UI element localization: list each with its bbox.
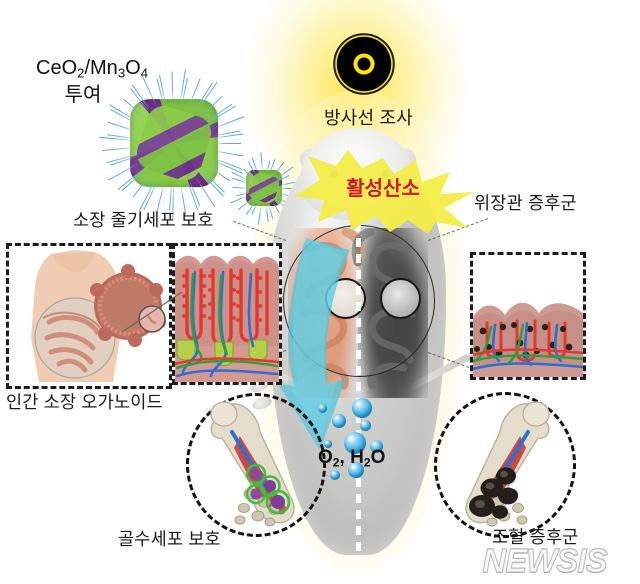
villi-svg-healthy <box>175 246 279 382</box>
healthy-villi-panel <box>172 243 282 385</box>
bone-svg-damaged <box>465 401 550 527</box>
formula-ce: CeO <box>36 57 78 79</box>
oxygen-bubble <box>318 404 327 413</box>
nanoparticle-polymer-chain <box>257 204 262 225</box>
oxygen-bubble <box>352 398 372 418</box>
midline-divider <box>356 222 361 562</box>
bone-svg-healthy <box>210 401 295 527</box>
nanoparticle-formula-label: CeO2/Mn3O4 투여 <box>36 56 148 108</box>
byproduct-sep: , H <box>339 447 364 468</box>
nanoparticle-polymer-chain <box>232 186 248 189</box>
nanoparticle-polymer-chain <box>214 143 242 145</box>
human-torso-illustration <box>9 246 169 386</box>
radiation-hazard-icon <box>333 33 395 95</box>
damaged-villi-panel <box>470 252 586 380</box>
human-organoid-panel <box>6 243 172 389</box>
byproduct-o2: O <box>370 447 386 468</box>
oxygen-bubble <box>344 432 366 454</box>
radiation-label: 방사선 조사 <box>324 108 414 128</box>
byproducts-label: O2, H2O <box>318 447 385 470</box>
nanoparticle-small-1 <box>230 152 295 225</box>
nanoparticle-delivery-arrow <box>278 238 350 450</box>
ros-starburst <box>294 150 474 234</box>
villi-svg-damaged <box>473 255 583 377</box>
stem-cell-protection-label: 소장 줄기세포 보호 <box>73 210 214 230</box>
damaged-villi-illustration <box>473 255 583 377</box>
ros-label: 활성산소 <box>346 178 420 200</box>
oxygen-bubble <box>324 440 332 448</box>
nanoparticle-polymer-chain <box>267 204 274 219</box>
organoid-label: 인간 소장 오가노이드 <box>6 392 163 412</box>
gi-syndrome-label: 위장관 증후군 <box>474 193 577 213</box>
formula-mn: /Mn <box>84 57 118 79</box>
oxygen-bubble <box>370 440 383 453</box>
organoid-pointer <box>121 291 183 333</box>
marrow-protection-label: 골수세포 보호 <box>118 529 221 549</box>
healthy-villi-illustration <box>175 246 279 382</box>
formula-sub-3: 3 <box>117 65 126 81</box>
healthy-bone-illustration <box>200 398 310 528</box>
treatment-label: 투여 <box>64 83 102 106</box>
torso-svg <box>31 250 166 382</box>
damaged-bone-illustration <box>448 398 560 528</box>
formula-o: O <box>125 57 141 79</box>
byproduct-sub: 2 <box>332 455 340 470</box>
formula-sub-4: 4 <box>140 65 149 81</box>
nanoparticle-main <box>99 69 245 219</box>
byproduct-sub-b: 2 <box>363 455 371 470</box>
oxygen-bubble <box>332 414 346 428</box>
formula-sub-2: 2 <box>77 65 85 81</box>
hematopoietic-syndrome-label: 조혈 증후군 <box>492 527 579 547</box>
nanoparticle-polymer-chain <box>280 188 293 190</box>
oxygen-bubble <box>360 420 371 431</box>
damaged-tissue-focus-circle <box>380 278 421 319</box>
byproduct-o: O <box>318 447 333 468</box>
oxygen-bubble <box>330 470 340 480</box>
oxygen-bubble <box>348 462 364 478</box>
